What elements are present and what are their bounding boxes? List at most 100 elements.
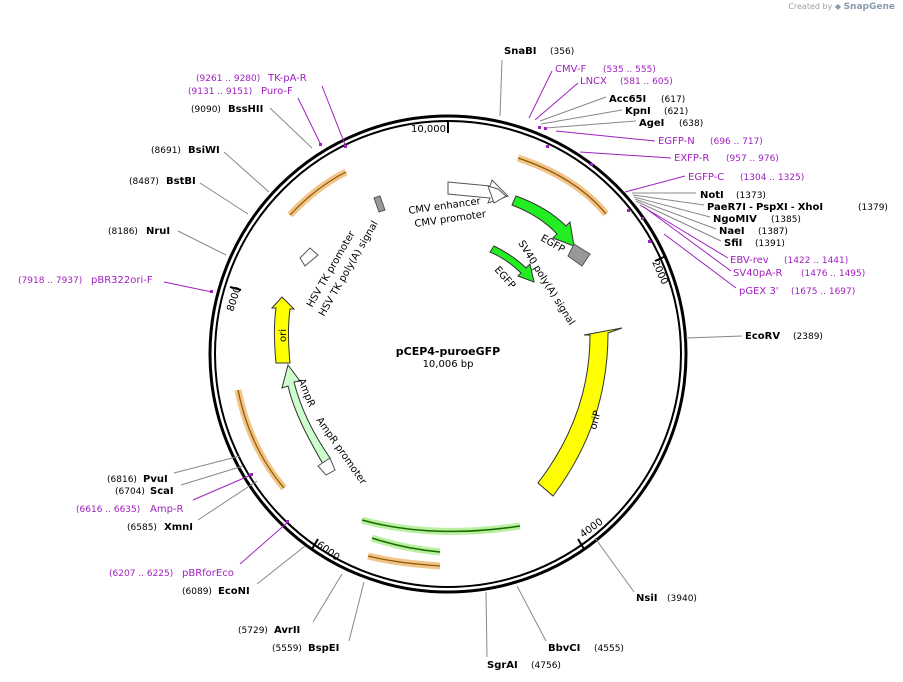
svg-text:AgeI: AgeI <box>639 118 664 129</box>
enzyme-ecorv[interactable]: EcoRV (2389) <box>685 331 823 342</box>
cmv-promoter-arrow[interactable] <box>487 185 507 204</box>
enzyme-agei[interactable]: AgeI (638) <box>545 118 703 129</box>
enzyme-econi[interactable]: EcoNI (6089) <box>182 545 306 597</box>
svg-text:SV40pA-R: SV40pA-R <box>733 268 782 279</box>
ampr-arrow[interactable] <box>281 363 331 465</box>
enzyme-sfii[interactable]: SfiI (1391) <box>635 200 785 249</box>
primer-cmv-f[interactable]: CMV-F (535 .. 555) <box>528 64 656 119</box>
svg-text:BbvCI: BbvCI <box>548 643 580 654</box>
enzyme-naei[interactable]: NaeI (1387) <box>634 198 788 237</box>
svg-text:pBRforEco: pBRforEco <box>182 568 234 579</box>
tick-label: 10,000 <box>411 124 446 135</box>
svg-text:CMV-F: CMV-F <box>555 64 586 75</box>
enzyme-snabi[interactable]: SnaBI (356) <box>499 46 574 117</box>
svg-text:EcoRV: EcoRV <box>745 331 780 342</box>
primer-amp-r[interactable]: (6616 .. 6635) Amp-R <box>76 474 252 515</box>
egfp-arrow-1[interactable] <box>511 195 575 247</box>
primer-ebv-rev[interactable]: EBV-rev (1422 .. 1441) <box>639 204 848 266</box>
snapgene-logo-icon: ◆ <box>834 2 842 11</box>
sv40-polya-box[interactable] <box>567 243 591 267</box>
enzyme-xmni[interactable]: XmnI (6585) <box>127 480 258 533</box>
svg-text:(6207 .. 6225): (6207 .. 6225) <box>109 569 173 579</box>
feature-label-ori: ori <box>278 329 289 342</box>
enzyme-noti[interactable]: NotI (1373) <box>632 190 766 201</box>
svg-text:(4555): (4555) <box>594 644 624 654</box>
primer-pbr322ori-f[interactable]: (7918 .. 7937) pBR322ori-F <box>18 275 213 293</box>
primer-pgex3[interactable]: pGEX 3' (1675 .. 1697) <box>663 233 855 297</box>
primer-egfp-n[interactable]: EGFP-N (696 .. 717) <box>555 130 763 147</box>
svg-text:BssHII: BssHII <box>228 104 263 115</box>
primer-mark <box>286 520 289 523</box>
svg-text:TK-pA-R: TK-pA-R <box>267 73 307 84</box>
svg-text:(1379): (1379) <box>858 203 888 213</box>
primer-pbrforeco[interactable]: (6207 .. 6225) pBRforEco <box>109 521 289 579</box>
svg-text:Acc65I: Acc65I <box>609 94 646 105</box>
svg-text:(1476 .. 1495): (1476 .. 1495) <box>801 269 865 279</box>
orange-arc-bottom <box>367 552 441 570</box>
feature-label-egfp-2: EGFP <box>492 265 517 292</box>
svg-text:(1385): (1385) <box>771 215 801 225</box>
tick-10000: 10,000 <box>411 121 449 135</box>
credit-brand: SnapGene <box>843 2 895 12</box>
orange-arc-top-left <box>287 168 348 218</box>
svg-text:(5729): (5729) <box>238 626 268 636</box>
egfp-arrow-2[interactable] <box>489 245 535 283</box>
svg-text:(957 .. 976): (957 .. 976) <box>726 154 779 164</box>
enzyme-paer7i[interactable]: PaeR7I - PspXI - XhoI (1379) <box>632 194 888 213</box>
hsv-tk-promoter-arrow[interactable] <box>299 247 319 267</box>
tick-label: 8000 <box>225 285 243 313</box>
svg-text:PaeR7I - PspXI - XhoI: PaeR7I - PspXI - XhoI <box>707 202 823 213</box>
feature-label-orip: oriP <box>588 410 603 431</box>
hsv-tk-polya-box[interactable] <box>373 195 386 213</box>
svg-text:NgoMIV: NgoMIV <box>713 214 757 225</box>
enzyme-bstbi[interactable]: BstBI (8487) <box>129 176 249 215</box>
svg-text:EGFP-C: EGFP-C <box>688 172 724 183</box>
primer-sv40pa-r[interactable]: SV40pA-R (1476 .. 1495) <box>643 206 865 279</box>
primer-tk-pa-r[interactable]: (9261 .. 9280) TK-pA-R <box>196 73 347 148</box>
svg-text:NsiI: NsiI <box>636 593 657 604</box>
enzyme-bsshii[interactable]: BssHII (9090) <box>191 104 313 149</box>
enzyme-bbvci[interactable]: BbvCI (4555) <box>516 585 624 654</box>
ori-arrow[interactable] <box>270 296 296 364</box>
primer-exfp-r[interactable]: EXFP-R (957 .. 976) <box>579 151 779 164</box>
snapgene-credit: Created by ◆ SnapGene <box>788 2 895 12</box>
svg-text:(6616 .. 6635): (6616 .. 6635) <box>76 505 140 515</box>
primer-mark <box>590 163 593 166</box>
svg-text:SgrAI: SgrAI <box>487 660 518 671</box>
enzyme-scai[interactable]: ScaI (6704) <box>115 465 244 497</box>
primer-puro-f[interactable]: (9131 .. 9151) Puro-F <box>188 86 322 146</box>
svg-text:AvrII: AvrII <box>274 625 300 636</box>
svg-text:(9261 .. 9280): (9261 .. 9280) <box>196 74 260 84</box>
enzyme-drui[interactable]: NruI (8186) <box>108 226 227 256</box>
orip-arrow[interactable] <box>537 327 623 497</box>
svg-text:(2389): (2389) <box>793 332 823 342</box>
enzyme-pvui[interactable]: PvuI (6816) <box>107 455 241 485</box>
svg-text:(1422 .. 1441): (1422 .. 1441) <box>784 256 848 266</box>
primer-egfp-c[interactable]: EGFP-C (1304 .. 1325) <box>624 172 804 193</box>
green-arc-bottom-2 <box>370 534 441 556</box>
enzyme-avrii[interactable]: AvrII (5729) <box>238 573 343 636</box>
enzyme-nsii[interactable]: NsiI (3940) <box>594 537 697 604</box>
svg-text:EGFP-N: EGFP-N <box>658 136 695 147</box>
primer-lncx[interactable]: LNCX (581 .. 605) <box>534 76 673 121</box>
svg-text:(535 .. 555): (535 .. 555) <box>603 65 656 75</box>
svg-text:(356): (356) <box>550 47 574 57</box>
enzyme-acc65i[interactable]: Acc65I (617) <box>539 94 685 122</box>
tick-8000: 8000 <box>225 285 243 313</box>
enzyme-bsiwi[interactable]: BsiWI (8691) <box>151 145 270 193</box>
svg-text:SfiI: SfiI <box>724 238 742 249</box>
ampr-promoter-arrow[interactable] <box>317 457 336 476</box>
enzyme-sgrai[interactable]: SgrAI (4756) <box>485 591 561 671</box>
primer-mark <box>250 473 253 476</box>
svg-text:(696 .. 717): (696 .. 717) <box>710 137 763 147</box>
svg-text:ScaI: ScaI <box>150 486 174 497</box>
svg-text:LNCX: LNCX <box>580 76 607 87</box>
primer-mark <box>648 240 651 243</box>
svg-text:PvuI: PvuI <box>143 474 168 485</box>
enzyme-ngomiv[interactable]: NgoMIV (1385) <box>633 196 801 225</box>
enzyme-kpni[interactable]: KpnI (621) <box>540 106 688 125</box>
svg-text:EBV-rev: EBV-rev <box>730 255 769 266</box>
svg-text:(3940): (3940) <box>667 594 697 604</box>
enzyme-bspei[interactable]: BspEI (5559) <box>272 581 365 654</box>
